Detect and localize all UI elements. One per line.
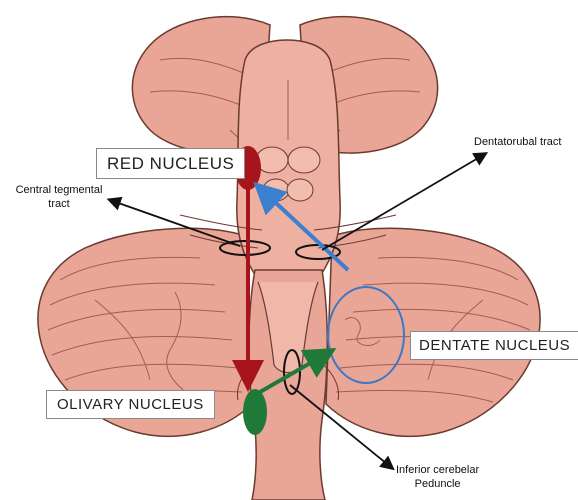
red-nucleus-label: RED NUCLEUS (96, 148, 245, 179)
central-tegmental-label-line1: Central tegmental (8, 184, 110, 198)
dentatorubal-label: Dentatorubal tract (474, 136, 561, 150)
dentate-nucleus-label: DENTATE NUCLEUS (410, 331, 578, 360)
inferior-colliculus-right (287, 179, 313, 201)
inferior-colliculus-left (263, 179, 289, 201)
central-tegmental-label: Central tegmental tract (8, 184, 110, 212)
olivary-nucleus-shape (243, 389, 267, 435)
central-tegmental-label-line2: tract (8, 198, 110, 212)
inferior-peduncle-label: Inferior cerebelar Peduncle (396, 464, 479, 492)
superior-colliculus-right (288, 147, 320, 173)
inferior-peduncle-label-line1: Inferior cerebelar (396, 464, 479, 478)
olivary-nucleus-label: OLIVARY NUCLEUS (46, 390, 215, 419)
inferior-peduncle-label-line2: Peduncle (396, 478, 479, 492)
